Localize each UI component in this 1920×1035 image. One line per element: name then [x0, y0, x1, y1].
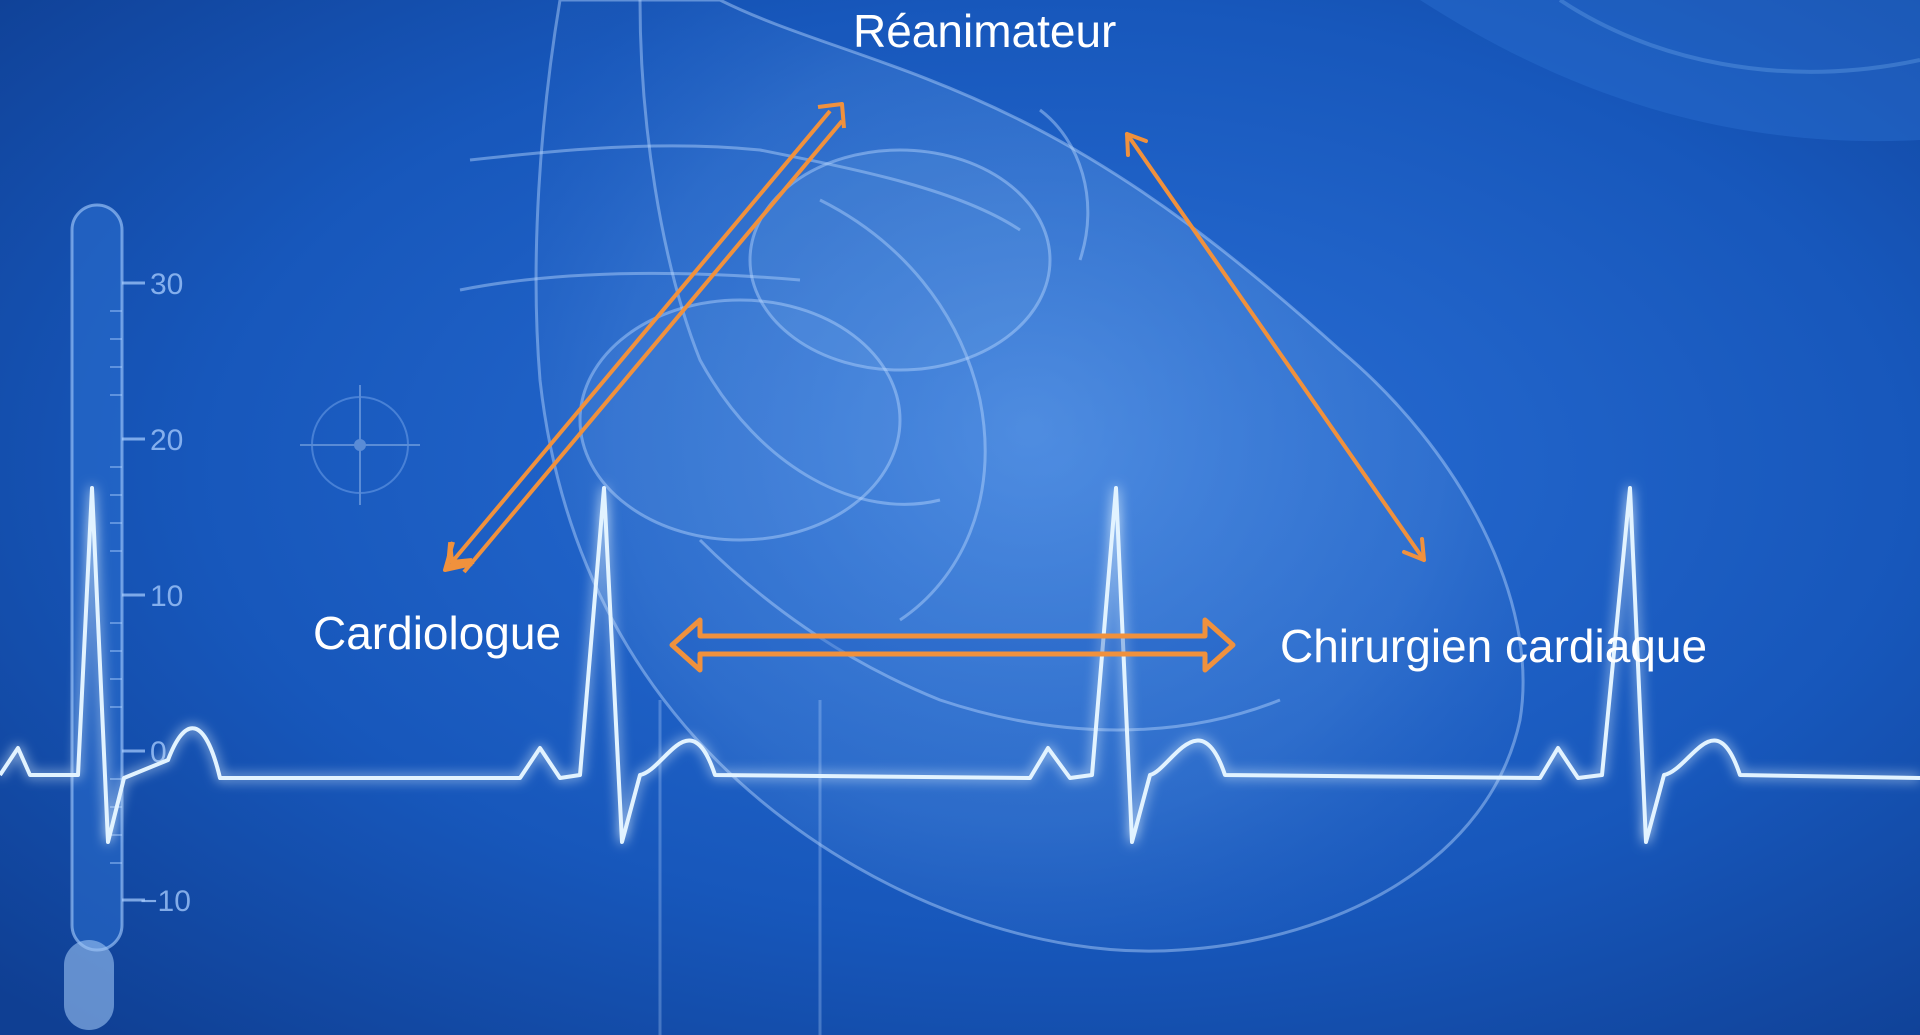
thermometer-tick-30: 30 — [150, 268, 183, 301]
thermometer-tick-minus10: −10 — [140, 885, 191, 918]
thermometer-tick-20: 20 — [150, 424, 183, 457]
node-label-chirurgien-cardiaque: Chirurgien cardiaque — [1280, 623, 1707, 669]
thermometer-tick-10: 10 — [150, 580, 183, 613]
node-label-cardiologue: Cardiologue — [313, 610, 561, 656]
node-label-reanimateur: Réanimateur — [853, 8, 1116, 54]
